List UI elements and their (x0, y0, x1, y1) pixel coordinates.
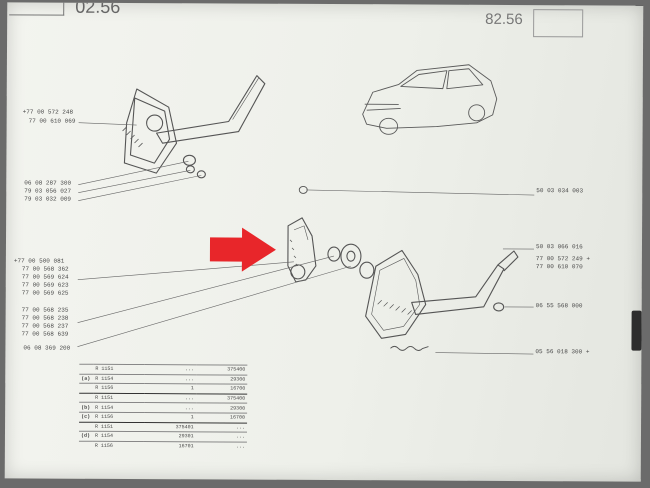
table-model-cell: R 1151 (93, 364, 145, 375)
part-number: 79 03 056 027 (24, 187, 72, 195)
part-number: 50 03 066 016 (535, 243, 583, 251)
table-group-cell: (d) (78, 431, 94, 442)
table-group-cell (79, 364, 94, 374)
part-number: 79 03 032 009 (24, 195, 72, 203)
part-number: 77 00 569 624 (21, 273, 69, 281)
table-model-cell: R 1156 (93, 412, 145, 423)
table-group-cell (79, 393, 94, 403)
part-number: 06 08 369 200 (23, 344, 71, 352)
table-group-cell: (a) (79, 373, 94, 384)
table-to-cell: 375400 (195, 364, 248, 375)
table-to-cell: 16700 (195, 412, 248, 423)
part-number: 77 00 568 238 (21, 314, 69, 322)
parts-catalog-page: 02.56 82.56 (4, 2, 644, 482)
table-from-cell: 29301 (144, 431, 196, 442)
table-to-cell: ... (195, 431, 248, 442)
table-model-cell: R 1151 (93, 393, 145, 403)
part-number: 05 56 018 300 + (535, 348, 590, 356)
table-group-cell (79, 421, 94, 432)
table-from-cell: 1 (144, 383, 196, 394)
leader-lines (77, 122, 535, 355)
table-to-cell: 16700 (195, 384, 248, 394)
winder-handle-assembly (287, 217, 375, 283)
table-to-cell: 29300 (195, 403, 248, 414)
part-number: 77 00 568 639 (21, 330, 69, 338)
part-number: 77 00 569 623 (21, 281, 69, 289)
part-number: 50 03 034 003 (536, 187, 584, 195)
table-group-cell (79, 383, 94, 394)
table-model-cell: R 1154 (92, 431, 145, 442)
part-number: 77 00 610 070 (535, 263, 583, 271)
table-to-cell: ... (195, 422, 248, 433)
part-number: 77 00 568 237 (21, 322, 69, 330)
table-from-cell: ... (144, 374, 196, 385)
table-model-cell: R 1156 (92, 441, 145, 451)
part-number: +77 00 500 081 (13, 257, 65, 265)
screw-top (298, 185, 308, 194)
part-number: 77 00 568 362 (21, 265, 69, 273)
part-number: 06 55 568 000 (535, 302, 583, 310)
table-from-cell: 1 (144, 412, 196, 423)
table-model-cell: R 1151 (93, 421, 145, 432)
part-number: 77 00 572 249 + (535, 255, 590, 263)
table-group-cell: (b) (79, 402, 94, 413)
red-arrow (209, 227, 276, 272)
part-number: +77 00 572 248 (22, 108, 74, 116)
window-regulator-upper-left (122, 75, 266, 179)
part-number: 06 08 287 300 (24, 179, 72, 187)
table-model-cell: R 1154 (93, 373, 145, 384)
part-number: 77 00 569 625 (21, 289, 69, 297)
table-group-cell: (c) (79, 412, 94, 422)
table-to-cell: 29300 (195, 374, 248, 385)
table-group-cell (78, 440, 93, 451)
binder-clip (631, 310, 642, 351)
table-from-cell: ... (144, 402, 196, 413)
window-regulator-right (365, 249, 519, 351)
table-from-cell: ... (144, 364, 197, 375)
table-from-cell: 16701 (144, 441, 196, 451)
table-from-cell: 375401 (144, 422, 196, 432)
exploded-diagram (77, 64, 535, 355)
part-number: 77 00 568 235 (21, 306, 69, 314)
table-from-cell: ... (144, 393, 196, 404)
car-illustration (362, 64, 498, 135)
part-number: 77 00 610 069 (28, 117, 76, 125)
table-model-cell: R 1156 (93, 383, 145, 394)
table-to-cell: ... (195, 441, 247, 451)
table-model-cell: R 1154 (93, 402, 145, 413)
table-to-cell: 375400 (195, 393, 248, 404)
